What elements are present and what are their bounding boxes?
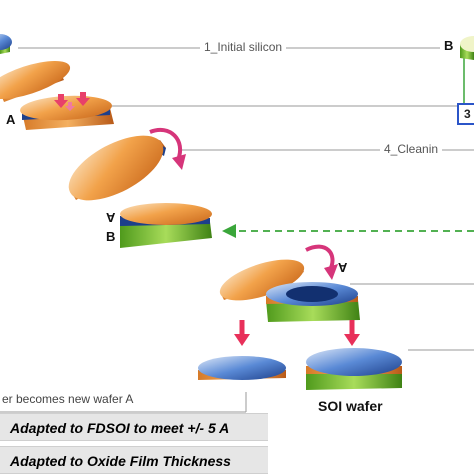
letter-a-flipped-text: A <box>106 210 116 225</box>
wafer-soi <box>306 348 402 390</box>
wafer-split-upper <box>219 259 305 301</box>
step3-label: 3 <box>464 107 471 121</box>
step4-label: 4_Cleanin <box>380 142 443 156</box>
step1-label: 1_Initial silicon <box>200 40 287 54</box>
wafer-a-implant <box>20 92 114 130</box>
letter-a-left: A <box>6 112 16 127</box>
wafer-a-tilted-1 <box>0 60 71 102</box>
letter-a-upper-flipped: A <box>338 260 347 275</box>
new-wafer-note: er becomes new wafer A <box>2 392 134 406</box>
wafer-bonded-b <box>120 203 212 248</box>
wafer-initial-silicon <box>0 34 12 54</box>
down-arrow-left <box>234 320 250 346</box>
wafer-b-initial <box>460 36 474 60</box>
down-arrow-right <box>344 320 360 346</box>
wafer-a-flipping <box>68 135 166 201</box>
caption-oxide-thickness: Adapted to Oxide Film Thickness <box>0 446 268 474</box>
wafer-split-lower <box>266 282 360 322</box>
flip-arrow-1 <box>149 128 186 170</box>
letter-a-upper-text: A <box>338 260 348 275</box>
step3-box <box>457 103 474 125</box>
soi-wafer-label: SOI wafer <box>318 398 383 414</box>
letter-b-bonded: B <box>106 229 116 244</box>
letter-a-flipped: A <box>106 210 115 225</box>
caption-fdsoi: Adapted to FDSOI to meet +/- 5 A <box>0 413 268 441</box>
wafer-new-a <box>198 356 286 380</box>
letter-b-top-right: B <box>444 38 454 53</box>
dashed-return-arrow <box>222 224 474 238</box>
flip-arrow-2 <box>305 244 338 280</box>
step-bracket-line <box>0 392 247 413</box>
